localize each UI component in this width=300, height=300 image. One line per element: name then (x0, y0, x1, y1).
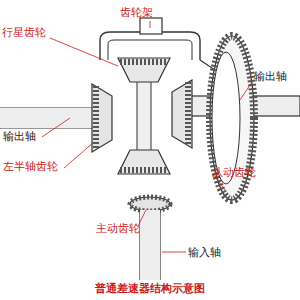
part-label: 输入轴 (188, 246, 221, 259)
caption: 普通差速器结构示意图 (95, 282, 205, 295)
part-label: 从动齿轮 (212, 166, 256, 179)
part-label: 齿轮架 (120, 6, 153, 19)
part-label: 主动齿轮 (96, 222, 140, 235)
part-label: 输出轴 (254, 70, 287, 83)
part-label: 左半轴齿轮 (3, 160, 58, 173)
part-label: 行星齿轮 (2, 26, 46, 39)
part-label: 输出轴 (3, 130, 36, 143)
